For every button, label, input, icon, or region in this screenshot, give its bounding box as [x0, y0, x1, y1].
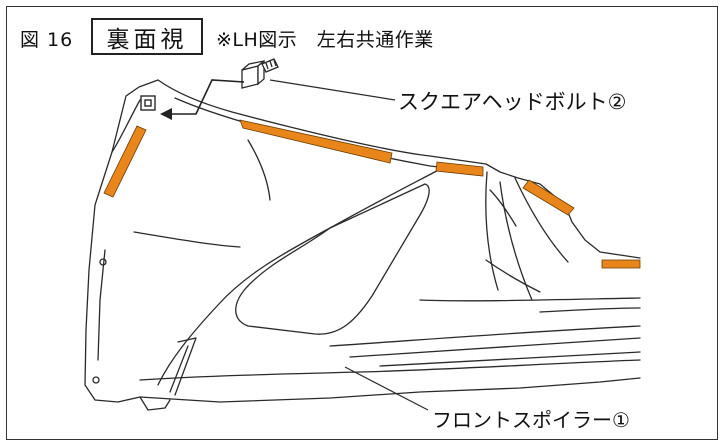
install-arrow-icon	[168, 79, 245, 115]
tape-strip-middle	[435, 161, 484, 177]
tape-strip-right	[522, 179, 575, 216]
panel-crease	[133, 231, 241, 248]
gusset-line-c	[485, 259, 541, 293]
mount-hole-2	[92, 376, 100, 384]
leader-bolt	[269, 79, 396, 101]
view-label: 裏面視	[106, 26, 188, 53]
figure-note: ※LH図示 左右共通作業	[216, 29, 434, 51]
clip-slot-inner	[144, 99, 152, 107]
spoiler-top-edge	[157, 79, 641, 259]
clip-slot	[140, 95, 156, 111]
tape-strip-far-right	[601, 259, 641, 269]
inner-opening	[235, 183, 430, 335]
mid-crease	[247, 139, 271, 201]
lower-line-4	[379, 351, 641, 367]
spoiler-callout: フロントスポイラー①	[432, 408, 630, 432]
lower-line-3	[349, 337, 641, 358]
square-head-bolt-icon	[241, 58, 279, 89]
arrow-head	[160, 108, 172, 120]
gusset-line-a	[485, 171, 499, 291]
bottom-tab	[139, 396, 171, 411]
mount-hole-1	[99, 258, 107, 266]
view-label-box: 裏面視	[91, 18, 203, 55]
leader-spoiler	[344, 366, 429, 411]
bolt-callout: スクエアヘッドボルト②	[398, 90, 627, 114]
lower-bracket	[174, 337, 197, 396]
lower-line-5	[539, 307, 641, 313]
tape-strip-left	[103, 125, 147, 198]
left-rib	[97, 249, 106, 361]
tape-strip-top	[239, 119, 393, 164]
gusset-line-b	[499, 181, 533, 301]
figure-number: 図 16	[20, 29, 74, 51]
left-inner-edge	[111, 99, 141, 153]
gusset-line-e	[489, 189, 517, 227]
lower-bracket-2	[169, 345, 189, 393]
gusset-line-d	[514, 177, 569, 263]
lower-line-2	[329, 325, 641, 347]
lower-line-1	[419, 297, 641, 302]
bottom-flange	[139, 359, 641, 381]
main-ridge	[157, 164, 449, 386]
figure-frame	[6, 6, 718, 440]
spoiler-outline	[84, 79, 641, 403]
